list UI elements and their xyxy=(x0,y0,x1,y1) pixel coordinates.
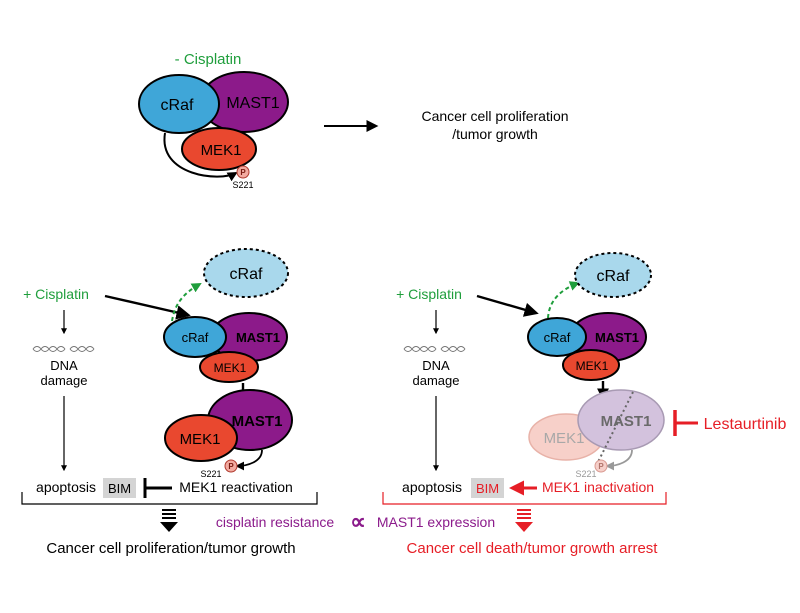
left-complex-mek1-label: MEK1 xyxy=(214,361,247,375)
middle-relation: cisplatin resistance ∝ MAST1 expression xyxy=(216,509,495,534)
left-bim-label: BIM xyxy=(108,481,131,496)
right-phospho-badge xyxy=(594,459,608,473)
top-panel: - Cisplatin MAST1 cRaf MEK1 P S221 Cance… xyxy=(138,51,569,190)
right-complex-mast1-label: MAST1 xyxy=(595,330,639,345)
left-lower-mek1-node xyxy=(164,414,238,462)
expression-label: MAST1 expression xyxy=(377,514,495,530)
resistance-label: cisplatin resistance xyxy=(216,514,334,530)
left-outcome-label: Cancer cell proliferation/tumor growth xyxy=(46,540,295,557)
top-phospho-label: P xyxy=(240,168,246,177)
right-craf-release-arrow xyxy=(547,281,580,319)
right-outcome-label: Cancer cell death/tumor growth arrest xyxy=(407,540,659,557)
left-complex-mast1-label: MAST1 xyxy=(236,330,280,345)
top-mek1-node xyxy=(181,127,257,171)
left-released-craf-node xyxy=(203,248,289,298)
left-cisplatin-to-complex-arrow xyxy=(104,294,191,320)
left-phospho-label: P xyxy=(228,462,234,471)
top-mek1-label: MEK1 xyxy=(201,142,242,159)
right-dna-line1: DNA xyxy=(422,358,450,373)
left-dna-line1: DNA xyxy=(50,358,78,373)
left-condition-label: + Cisplatin xyxy=(23,286,89,302)
top-craf-label: cRaf xyxy=(161,97,194,114)
right-dotted-divider xyxy=(597,391,634,463)
right-bim-box xyxy=(471,478,504,498)
right-dna-line2: damage xyxy=(413,373,460,388)
left-lower-mek1-label: MEK1 xyxy=(180,431,221,448)
left-dna-icon xyxy=(32,346,95,352)
left-craf-release-arrow xyxy=(171,283,202,322)
right-lower-mast1-label: MAST1 xyxy=(601,413,652,430)
right-complex-mek1-node xyxy=(562,349,620,381)
right-complex-craf-label: cRaf xyxy=(544,330,571,345)
right-dna-icon xyxy=(403,346,466,352)
right-complex-mek1-label: MEK1 xyxy=(576,359,609,373)
left-outcome-arrow xyxy=(160,509,178,532)
left-panel: + Cisplatin DNA damage cRaf MAST1 cRaf M… xyxy=(21,248,318,557)
right-outcome-arrow xyxy=(515,509,533,532)
left-bracket xyxy=(21,492,318,505)
right-condition-label: + Cisplatin xyxy=(396,286,462,302)
proportional-symbol: ∝ xyxy=(350,509,366,534)
right-complex-craf-node xyxy=(527,317,587,357)
right-phospho-arrow xyxy=(605,449,633,471)
left-dna-line2: damage xyxy=(41,373,88,388)
left-apoptosis-label: apoptosis xyxy=(36,479,96,495)
right-bim-label: BIM xyxy=(476,481,499,496)
top-outcome-line1: Cancer cell proliferation xyxy=(421,108,568,124)
top-phospho-badge xyxy=(236,165,250,179)
left-phospho-badge xyxy=(224,459,238,473)
top-condition-label: - Cisplatin xyxy=(175,51,242,68)
top-autophospho-arrow xyxy=(163,132,238,182)
right-inactivation-label: MEK1 inactivation xyxy=(542,479,654,495)
right-released-craf-node xyxy=(574,252,652,298)
left-released-craf-label: cRaf xyxy=(230,266,263,283)
left-lower-mast1-label: MAST1 xyxy=(232,413,283,430)
top-craf-node xyxy=(138,74,220,134)
left-site-label: S221 xyxy=(200,469,221,479)
right-apoptosis-label: apoptosis xyxy=(402,479,462,495)
left-complex-craf-node xyxy=(163,316,227,358)
right-inhibitor-label: Lestaurtinib xyxy=(704,416,787,433)
left-reactivation-label: MEK1 reactivation xyxy=(179,479,293,495)
right-cisplatin-to-complex-arrow xyxy=(476,294,539,317)
left-phospho-arrow xyxy=(235,449,263,471)
right-bracket xyxy=(382,492,667,505)
right-lower-mek1-label: MEK1 xyxy=(544,430,585,447)
right-released-craf-label: cRaf xyxy=(597,268,630,285)
right-site-label: S221 xyxy=(575,469,596,479)
left-complex-craf-label: cRaf xyxy=(182,330,209,345)
right-phospho-label: P xyxy=(598,462,604,471)
right-panel: + Cisplatin DNA damage cRaf MAST1 cRaf M… xyxy=(382,252,787,557)
left-bim-box xyxy=(103,478,136,498)
left-complex-mek1-node xyxy=(199,351,259,383)
top-outcome-line2: /tumor growth xyxy=(452,126,538,142)
top-mast1-label: MAST1 xyxy=(226,95,279,112)
right-lower-mast1-node xyxy=(577,389,665,451)
top-site-label: S221 xyxy=(232,180,253,190)
